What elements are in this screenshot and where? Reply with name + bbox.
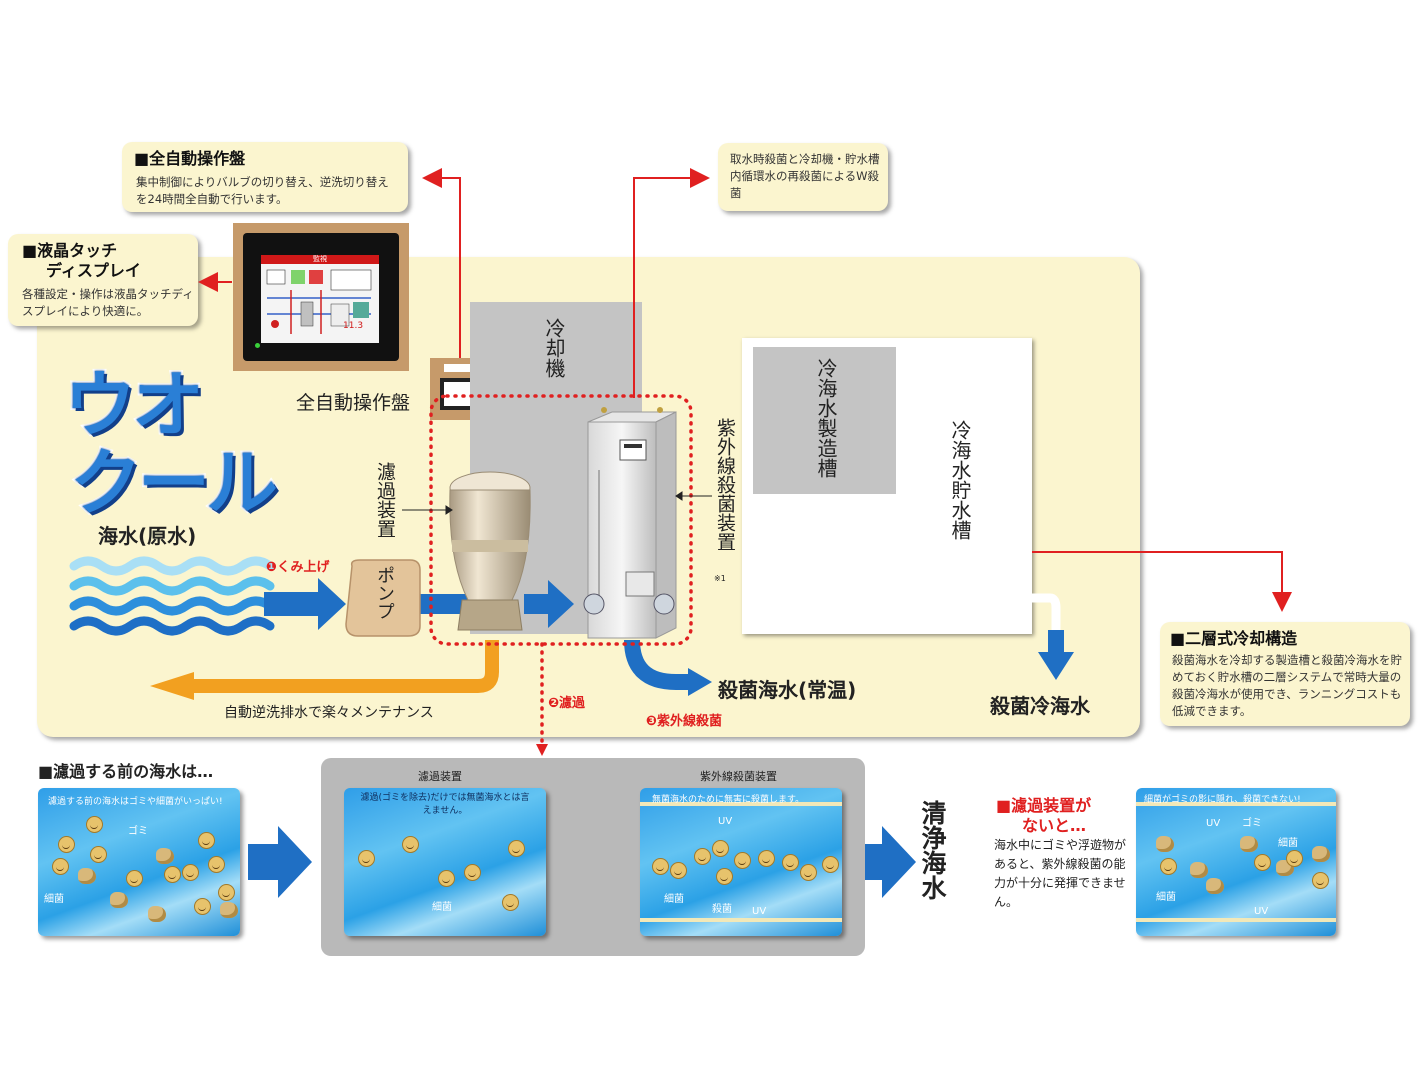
two-layer-callout: ■二層式冷却構造 殺菌海水を冷却する製造槽と殺菌冷海水を貯めておく貯水槽の二層シ…	[1160, 622, 1410, 726]
uv-bottom-label: UV	[752, 906, 767, 917]
storage-tank-label: 冷海水貯水槽	[948, 420, 972, 540]
seawater-waves	[69, 556, 275, 636]
no-filter-caption: 細菌がゴミの影に隠れ、殺菌できない!	[1144, 795, 1301, 805]
chiller-label: 冷却機	[542, 318, 566, 378]
storage-outlet-pipe	[1032, 593, 1061, 630]
callout-connectors	[198, 168, 1292, 612]
step-2-num: ❷	[548, 696, 560, 711]
lcd-screen-header: 監視	[261, 255, 379, 264]
before-trash-label: ゴミ	[128, 826, 148, 837]
sterile-outflow-arrow	[624, 639, 690, 690]
maker-tank-label: 冷海水製造槽	[814, 358, 838, 478]
uv-kill-label: 殺菌	[712, 904, 732, 915]
step-3-label: 紫外線殺菌	[657, 714, 723, 729]
step-3: ❸紫外線殺菌	[646, 710, 722, 729]
step-2: ❷濾過	[548, 692, 585, 711]
no-filter-uv-top: UV	[1206, 818, 1221, 829]
seawater-label: 海水(原水)	[98, 524, 197, 548]
lcd-display: 監視 11.3	[233, 223, 409, 371]
step-2-label: 濾過	[559, 696, 586, 711]
lcd-callout-title-1: ■液晶タッチ	[22, 241, 118, 260]
filter-caption: 濾過(ゴミを除去)だけでは無菌海水とは言えません。	[360, 793, 530, 816]
uv-label: 紫外線殺菌装置	[714, 418, 736, 551]
system-boundary	[429, 394, 693, 646]
cold-outflow-head	[1038, 652, 1074, 680]
pump	[345, 559, 421, 637]
uv-sterilizer	[583, 407, 677, 639]
label-leaders	[402, 491, 712, 515]
control-panel-callout-title: ■全自動操作盤	[134, 149, 246, 168]
control-panel-callout-text: 集中制御によりバルブの切り替え、逆洗切り替えを24時間全自動で行います。	[136, 175, 389, 206]
two-layer-title: ■二層式冷却構造	[1170, 629, 1298, 648]
group-filter-label: 濾過装置	[418, 770, 462, 783]
no-filter-tank: 細菌がゴミの影に隠れ、殺菌できない! UV UV ゴミ 細菌 細菌	[1136, 788, 1336, 936]
detail-connector-head	[536, 744, 548, 756]
uv-caption: 無菌海水のために無害に殺菌します。	[652, 795, 805, 805]
filter-bacteria-label: 細菌	[432, 902, 452, 913]
no-filter-trash: ゴミ	[1242, 818, 1262, 829]
brand-line-1: ウオ	[62, 361, 206, 449]
uv-bacteria-label: 細菌	[664, 894, 684, 905]
step-1: ❶くみ上げ	[266, 556, 330, 575]
filter-to-uv-arrow	[524, 580, 574, 628]
without-title-2: ないと…	[1022, 816, 1087, 835]
sterile-cold-label: 殺菌冷海水	[990, 694, 1090, 718]
group-uv-label: 紫外線殺菌装置	[700, 770, 777, 783]
before-bacteria-label: 細菌	[44, 894, 64, 905]
intake-arrow	[264, 578, 346, 630]
step-1-num: ❶	[266, 560, 278, 575]
uv-note-callout: 取水時殺菌と冷却機・貯水槽内循環水の再殺菌によるW殺菌	[718, 143, 888, 211]
brand-line-2: クール	[68, 439, 280, 527]
lcd-callout-title-2: ディスプレイ	[46, 261, 141, 280]
sterile-outflow-head	[688, 668, 712, 696]
pump-label: ポンプ	[374, 566, 395, 620]
cold-outflow-stem	[1048, 630, 1064, 654]
lcd-callout: ■液晶タッチ ディスプレイ 各種設定・操作は液晶タッチディスプレイにより快適に。	[8, 234, 198, 326]
control-panel-callout: ■全自動操作盤 集中制御によりバルブの切り替え、逆洗切り替えを24時間全自動で行…	[122, 142, 408, 212]
step-3-num: ❸	[646, 714, 658, 729]
two-layer-text: 殺菌海水を冷却する製造槽と殺菌冷海水を貯めておく貯水槽の二層システムで常時大量の…	[1172, 653, 1402, 718]
without-text: 海水中にゴミや浮遊物があると、紫外線殺菌の能力が十分に発揮できません。	[994, 838, 1127, 909]
lcd-callout-text: 各種設定・操作は液晶タッチディスプレイにより快適に。	[22, 287, 194, 318]
no-filter-uv-bottom: UV	[1254, 906, 1269, 917]
control-box-label: 全自動操作盤	[296, 392, 411, 414]
lcd-screen-reading: 11.3	[343, 321, 364, 331]
no-filter-bacteria: 細菌	[1278, 838, 1298, 849]
lcd-power-led	[255, 343, 260, 348]
sterile-water-label: 殺菌海水(常温)	[718, 678, 857, 702]
before-filter-tank: 濾過する前の海水はゴミや細菌がいっぱい! ゴミ 細菌	[38, 788, 240, 936]
lcd-screen: 監視 11.3	[261, 255, 379, 343]
before-caption: 濾過する前の海水はゴミや細菌がいっぱい!	[48, 797, 223, 807]
uv-footnote-mark: ※1	[714, 574, 726, 583]
backwash-arrow	[150, 640, 499, 700]
before-title: ■濾過する前の海水は…	[38, 762, 214, 781]
filter-label: 濾過装置	[374, 462, 396, 538]
uv-top-label: UV	[718, 816, 733, 827]
without-title-1: ■濾過装置が	[996, 796, 1092, 815]
after-filter-tank: 濾過(ゴミを除去)だけでは無菌海水とは言えません。 細菌	[344, 788, 546, 936]
step-1-label: くみ上げ	[277, 560, 330, 575]
no-filter-bacteria-2: 細菌	[1156, 892, 1176, 903]
filter-tank	[449, 471, 531, 631]
lcd-screen-schematic	[266, 269, 372, 334]
backwash-label: 自動逆洗排水で楽々メンテナンス	[224, 705, 434, 721]
clean-water-label: 清浄海水	[918, 800, 947, 900]
uv-tank: 無菌海水のために無害に殺菌します。 UV UV 細菌 殺菌	[640, 788, 842, 936]
maker-tank	[753, 347, 896, 494]
uv-note-text: 取水時殺菌と冷却機・貯水槽内循環水の再殺菌によるW殺菌	[730, 152, 880, 200]
